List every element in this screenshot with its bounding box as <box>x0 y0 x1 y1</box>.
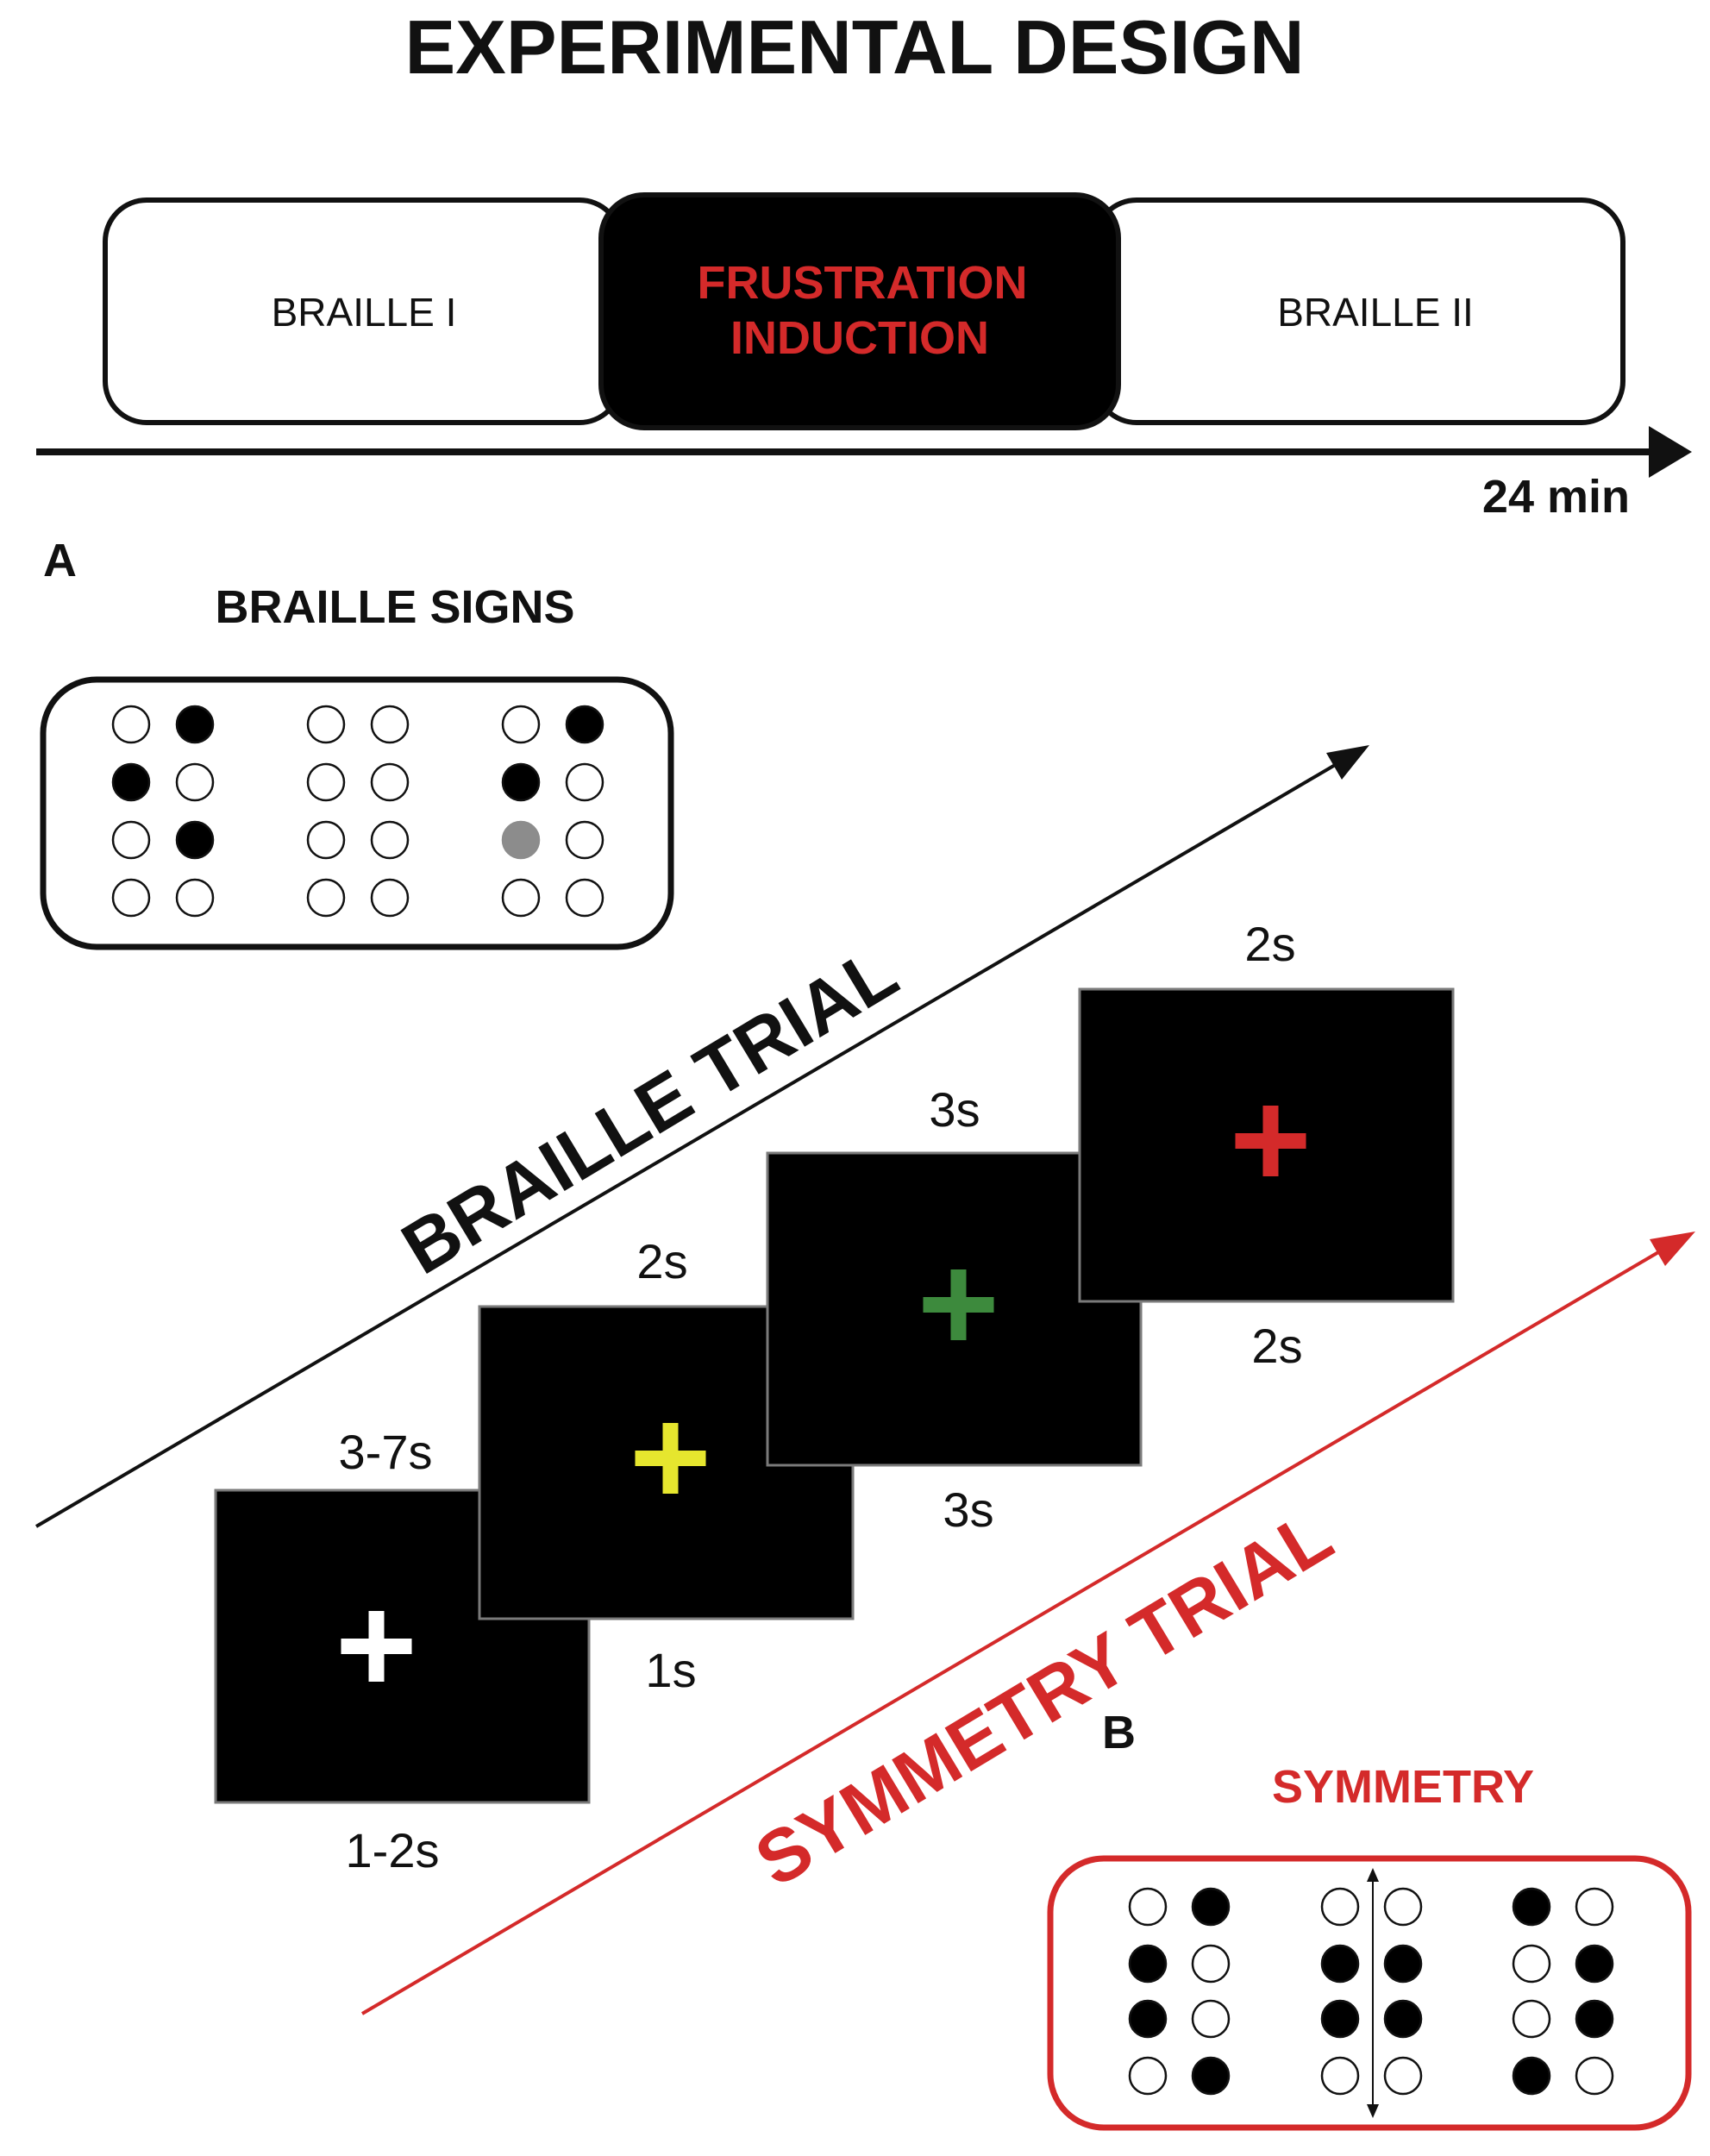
braille-sign-cell-3-dot-4 <box>565 762 604 802</box>
braille-sign-cell-2-dot-1 <box>306 705 346 744</box>
panel-a: A BRAILLE SIGNS <box>40 535 674 950</box>
braille-sign-cell-2-dot-3 <box>306 762 346 802</box>
screen-2-symmetry-time: 1s <box>645 1643 696 1697</box>
screen-1-symmetry-time: 1-2s <box>346 1823 440 1877</box>
symmetry-dots <box>1128 1887 1614 2096</box>
braille-sign-cell-3-dot-8 <box>565 878 604 918</box>
symmetry-cell-2-dot-8 <box>1383 2056 1423 2096</box>
symmetry-cell-2-dot-5 <box>1320 1999 1360 2039</box>
braille-trial-arrowhead <box>1326 745 1369 780</box>
symmetry-cell-3-dot-4 <box>1575 1944 1614 1984</box>
braille-sign-cell-2-dot-4 <box>370 762 410 802</box>
braille-sign-cell-1-dot-8 <box>175 878 215 918</box>
braille-sign-cell-1-dot-1 <box>111 705 151 744</box>
braille-sign-cell-3-dot-2 <box>565 705 604 744</box>
braille-sign-cell-1-dot-6 <box>175 820 215 860</box>
screen-time-labels: 3-7s 1-2s 2s 1s 3s 3s 2s 2s <box>339 917 1303 1877</box>
panel-b-letter: B <box>1102 1707 1136 1758</box>
screen-2-braille-time: 2s <box>636 1234 687 1288</box>
symmetry-cell-3-dot-1 <box>1512 1887 1551 1927</box>
braille-sign-cell-1-dot-5 <box>111 820 151 860</box>
symmetry-cell-2-dot-2 <box>1383 1887 1423 1927</box>
figure-title: EXPERIMENTAL DESIGN <box>404 4 1304 90</box>
braille-sign-cell-3-dot-1 <box>501 705 541 744</box>
symmetry-heading: SYMMETRY <box>1272 1761 1534 1813</box>
phase-frustration-label-line2: INDUCTION <box>730 312 989 364</box>
duration-label: 24 min <box>1482 471 1630 523</box>
screen-3-braille-time: 3s <box>929 1082 980 1137</box>
screen-4-braille-time: 2s <box>1244 917 1295 971</box>
symmetry-cell-1-dot-4 <box>1191 1944 1231 1984</box>
panel-a-letter: A <box>43 535 77 586</box>
trial-screens <box>214 987 1455 1804</box>
braille-sign-cell-1-dot-2 <box>175 705 215 744</box>
braille-sign-cell-3-dot-6 <box>565 820 604 860</box>
symmetry-cell-3-dot-5 <box>1512 1999 1551 2039</box>
braille-sign-cell-1-dot-3 <box>111 762 151 802</box>
screen-3-cross-vertical <box>950 1269 967 1340</box>
symmetry-cell-1-dot-1 <box>1128 1887 1168 1927</box>
screen-4-symmetry-time: 2s <box>1251 1319 1302 1373</box>
braille-sign-cell-2-dot-6 <box>370 820 410 860</box>
symmetry-cell-3-dot-7 <box>1512 2056 1551 2096</box>
symmetry-axis-arrow-top <box>1367 1868 1379 1882</box>
braille-sign-cell-2-dot-5 <box>306 820 346 860</box>
symmetry-cell-3-dot-2 <box>1575 1887 1614 1927</box>
braille-trial-arrow <box>34 760 1343 1528</box>
braille-signs-heading: BRAILLE SIGNS <box>215 581 574 633</box>
braille-sign-cell-2-dot-8 <box>370 878 410 918</box>
phase-frustration-label-line1: FRUSTRATION <box>698 257 1028 309</box>
phase-braille-1-label: BRAILLE I <box>272 290 457 335</box>
screen-2-cross-vertical <box>662 1423 679 1494</box>
braille-sign-cell-2-dot-7 <box>306 878 346 918</box>
braille-sign-cell-1-dot-4 <box>175 762 215 802</box>
timeline: BRAILLE I FRUSTRATION INDUCTION BRAILLE … <box>36 192 1692 523</box>
symmetry-cell-2-dot-1 <box>1320 1887 1360 1927</box>
phase-frustration-box <box>598 192 1121 430</box>
symmetry-cell-1-dot-8 <box>1191 2056 1231 2096</box>
symmetry-cell-2-dot-4 <box>1383 1944 1423 1984</box>
symmetry-cell-3-dot-8 <box>1575 2056 1614 2096</box>
panel-b: B SYMMETRY <box>1047 1707 1692 2131</box>
symmetry-cell-3-dot-6 <box>1575 1999 1614 2039</box>
symmetry-cell-2-dot-7 <box>1320 2056 1360 2096</box>
braille-sign-cell-3-dot-7 <box>501 878 541 918</box>
braille-sign-cell-3-dot-5 <box>501 820 541 860</box>
time-axis-arrowhead <box>1649 426 1692 478</box>
braille-sign-cell-3-dot-3 <box>501 762 541 802</box>
symmetry-cell-3-dot-3 <box>1512 1944 1551 1984</box>
braille-signs-dots <box>111 705 604 918</box>
screen-3-symmetry-time: 3s <box>943 1482 993 1537</box>
symmetry-cell-1-dot-7 <box>1128 2056 1168 2096</box>
symmetry-cell-1-dot-3 <box>1128 1944 1168 1984</box>
symmetry-cell-1-dot-5 <box>1128 1999 1168 2039</box>
screen-4-cross-vertical <box>1262 1106 1279 1176</box>
phase-braille-2-label: BRAILLE II <box>1277 290 1474 335</box>
symmetry-cell-2-dot-6 <box>1383 1999 1423 2039</box>
screen-4 <box>1078 987 1455 1303</box>
braille-sign-cell-1-dot-7 <box>111 878 151 918</box>
symmetry-trial-arrowhead <box>1650 1232 1695 1266</box>
symmetry-cell-2-dot-3 <box>1320 1944 1360 1984</box>
symmetry-axis-arrow-bottom <box>1367 2104 1379 2118</box>
screen-1-braille-time: 3-7s <box>339 1425 433 1479</box>
screen-1-cross-vertical <box>368 1611 385 1682</box>
braille-sign-cell-2-dot-2 <box>370 705 410 744</box>
symmetry-trial-arrow <box>360 1247 1666 2015</box>
symmetry-cell-1-dot-2 <box>1191 1887 1231 1927</box>
symmetry-cell-1-dot-6 <box>1191 1999 1231 2039</box>
